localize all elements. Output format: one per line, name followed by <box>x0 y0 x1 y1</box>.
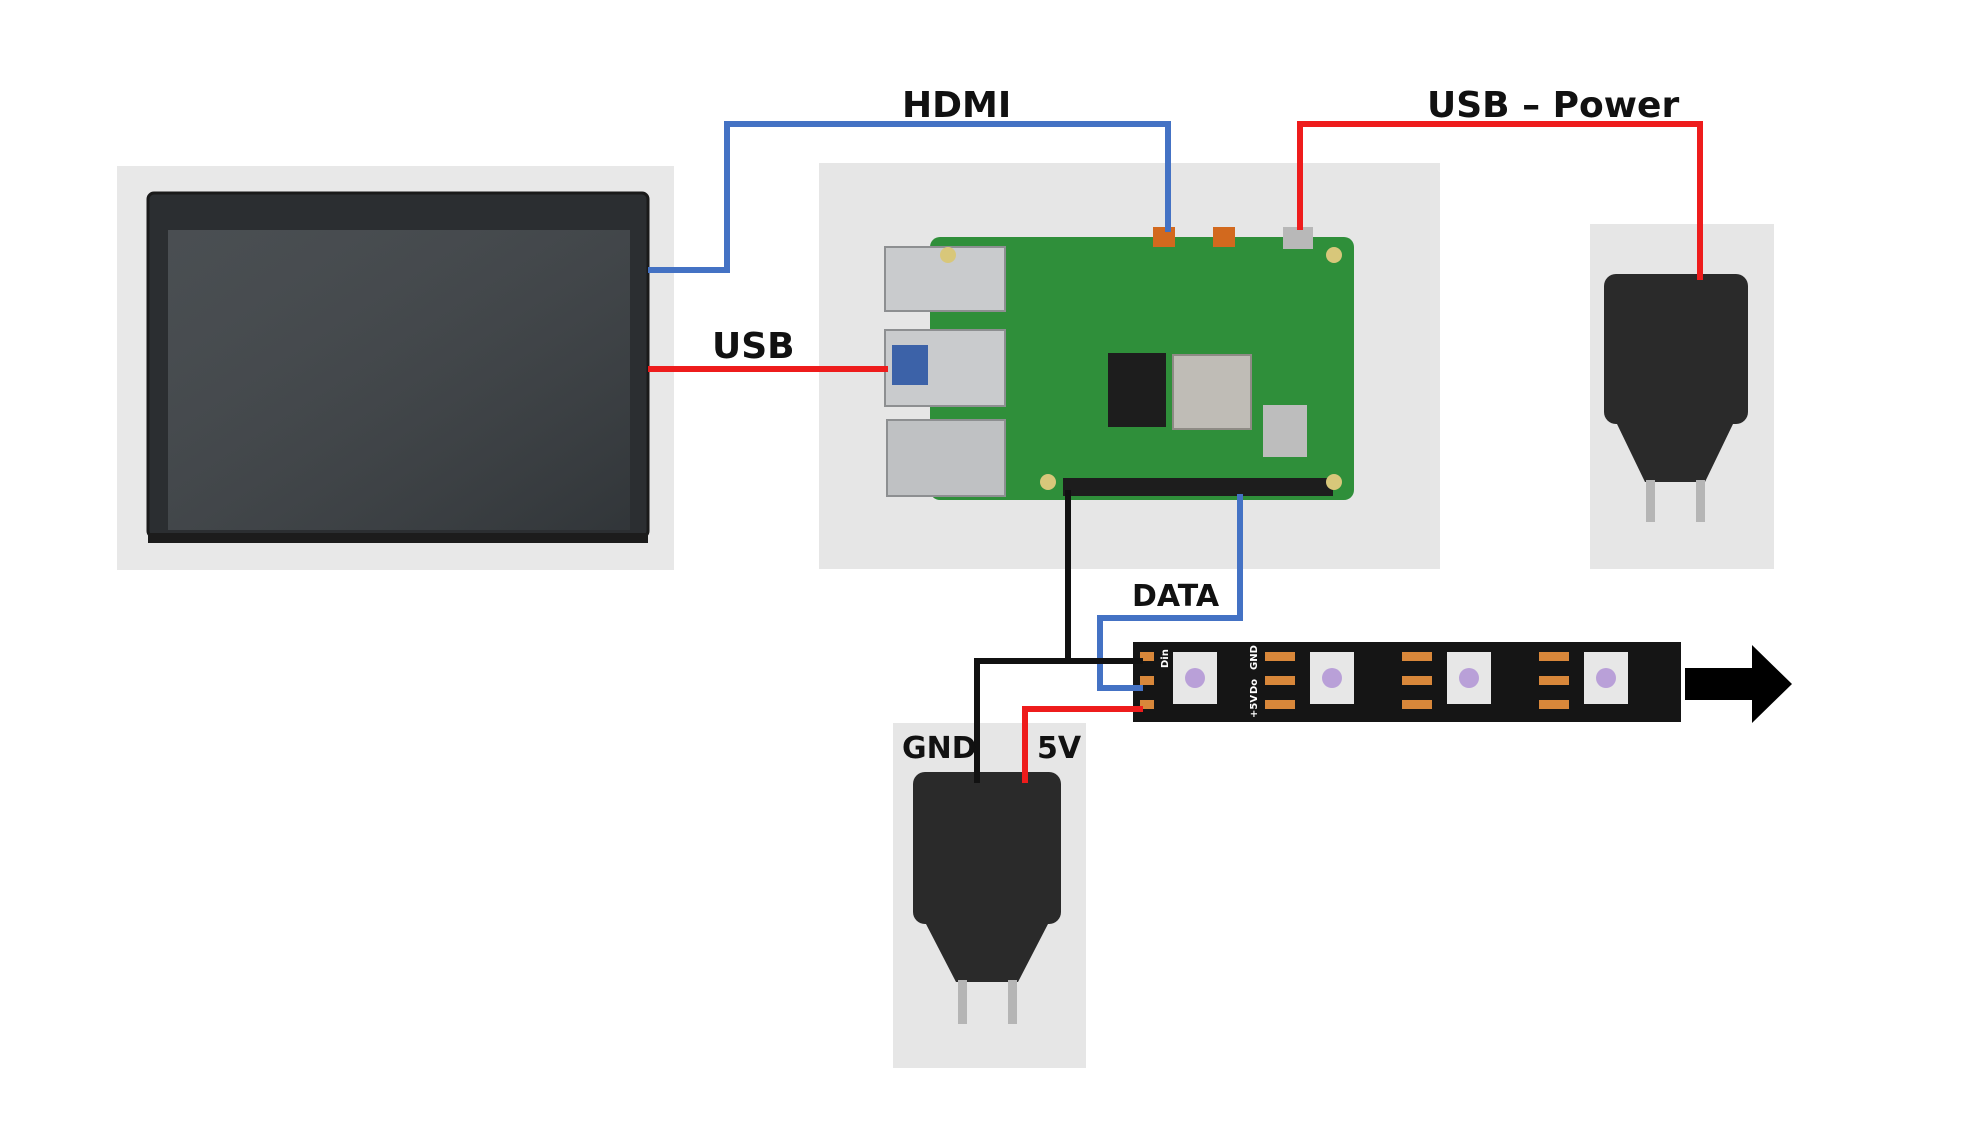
data-label: DATA <box>1132 579 1220 614</box>
strip-pin-do-label: Do <box>1249 679 1260 694</box>
touchscreen-display-icon <box>117 166 674 570</box>
gnd-wire <box>974 490 1071 783</box>
data-wire <box>1097 494 1243 691</box>
strip-pin-gnd-label: GND <box>1249 645 1260 670</box>
arrow-right-icon <box>1685 645 1792 723</box>
raspberry-pi-board-icon <box>819 163 1440 569</box>
five-v-label: 5V <box>1037 731 1082 766</box>
strip-pin-plus5v-label: +5V <box>1249 695 1260 718</box>
hdmi-label: HDMI <box>902 85 1011 126</box>
led-strip-icon: Din GND +5V Do <box>1133 642 1681 722</box>
usb-power-adapter-icon <box>893 723 1086 1068</box>
usb-power-label: USB – Power <box>1427 85 1679 126</box>
usb-power-wire <box>1297 121 1703 280</box>
usb-label: USB <box>712 326 795 367</box>
five-v-wire <box>1022 706 1143 783</box>
usb-power-adapter-icon <box>1590 224 1774 569</box>
hdmi-wire <box>648 121 1171 273</box>
strip-pin-din-label: Din <box>1160 649 1171 668</box>
gnd-label: GND <box>902 731 977 766</box>
